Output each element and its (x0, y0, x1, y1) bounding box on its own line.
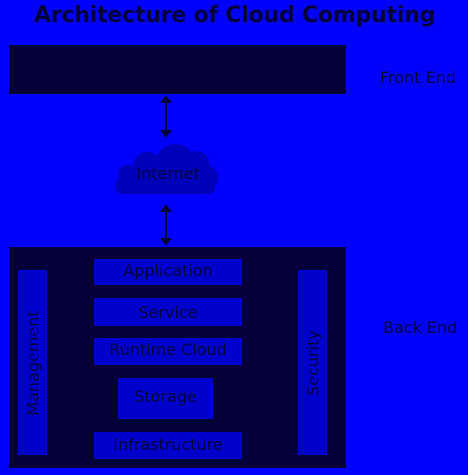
internet-back-connector (165, 209, 167, 241)
arrow-down-icon (160, 238, 172, 246)
runtime-cloud-layer: Runtime Cloud (94, 338, 242, 365)
service-layer: Service (94, 298, 242, 326)
infrastructure-layer: Infrastructure (94, 432, 242, 459)
arrow-up-icon (160, 95, 172, 103)
internet-cloud: Internet (113, 134, 223, 196)
diagram-title: Architecture of Cloud Computing (34, 3, 436, 28)
application-layer: Application (94, 259, 242, 285)
security-label: Security (303, 329, 322, 396)
management-label: Management (23, 309, 42, 416)
internet-label: Internet (136, 164, 200, 183)
front-end-label: Front End (380, 68, 456, 87)
security-bar: Security (298, 270, 327, 455)
arrow-up-icon (160, 204, 172, 212)
management-bar: Management (18, 270, 47, 455)
cloud-icon (115, 144, 219, 194)
arrow-down-icon (160, 130, 172, 138)
front-internet-connector (165, 100, 167, 133)
back-end-label: Back End (383, 318, 458, 337)
storage-layer: Storage (118, 378, 213, 419)
front-end-block (9, 45, 346, 94)
